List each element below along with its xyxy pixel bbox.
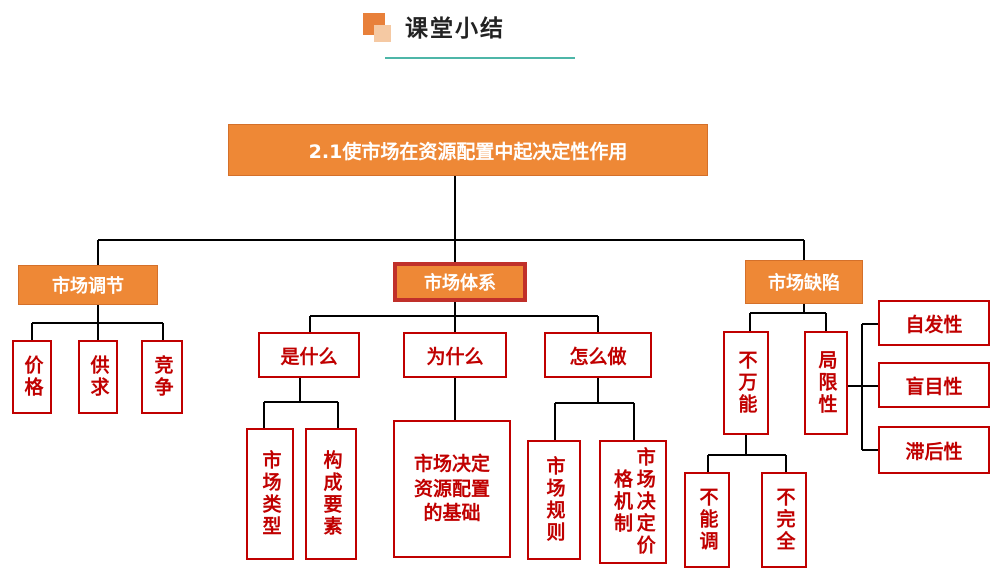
node-why: 为什么 [403, 332, 507, 378]
node-price: 价格 [12, 340, 52, 414]
node-incomplete: 不完全 [761, 472, 807, 568]
node-market-rules: 市场规则 [527, 440, 581, 560]
node-cannot-regulate: 不能调 [684, 472, 730, 568]
page-title: 课堂小结 [405, 16, 505, 42]
node-how: 怎么做 [544, 332, 652, 378]
node-blindness: 盲目性 [878, 362, 990, 408]
node-basis: 市场决定 资源配置 的基础 [393, 420, 511, 558]
node-price-mechanism: 市场决定价格机制 [599, 440, 667, 564]
logo-square-small-icon [374, 25, 391, 42]
node-lag: 滞后性 [878, 426, 990, 474]
node-competition: 竞争 [141, 340, 183, 414]
node-not-omnipotent: 不万能 [723, 331, 769, 435]
category-market-system: 市场体系 [393, 262, 527, 302]
node-spontaneity: 自发性 [878, 300, 990, 346]
category-market-defects: 市场缺陷 [745, 260, 863, 304]
category-market-regulation: 市场调节 [18, 265, 158, 305]
node-price-mechanism-label: 市场决定价格机制 [611, 447, 656, 557]
root-node: 2.1使市场在资源配置中起决定性作用 [228, 124, 708, 176]
node-supply-demand: 供求 [78, 340, 118, 414]
node-components: 构成要素 [305, 428, 357, 560]
node-what: 是什么 [258, 332, 360, 378]
title-underline [385, 57, 575, 59]
node-limitations: 局限性 [804, 331, 848, 435]
node-market-types: 市场类型 [246, 428, 294, 560]
